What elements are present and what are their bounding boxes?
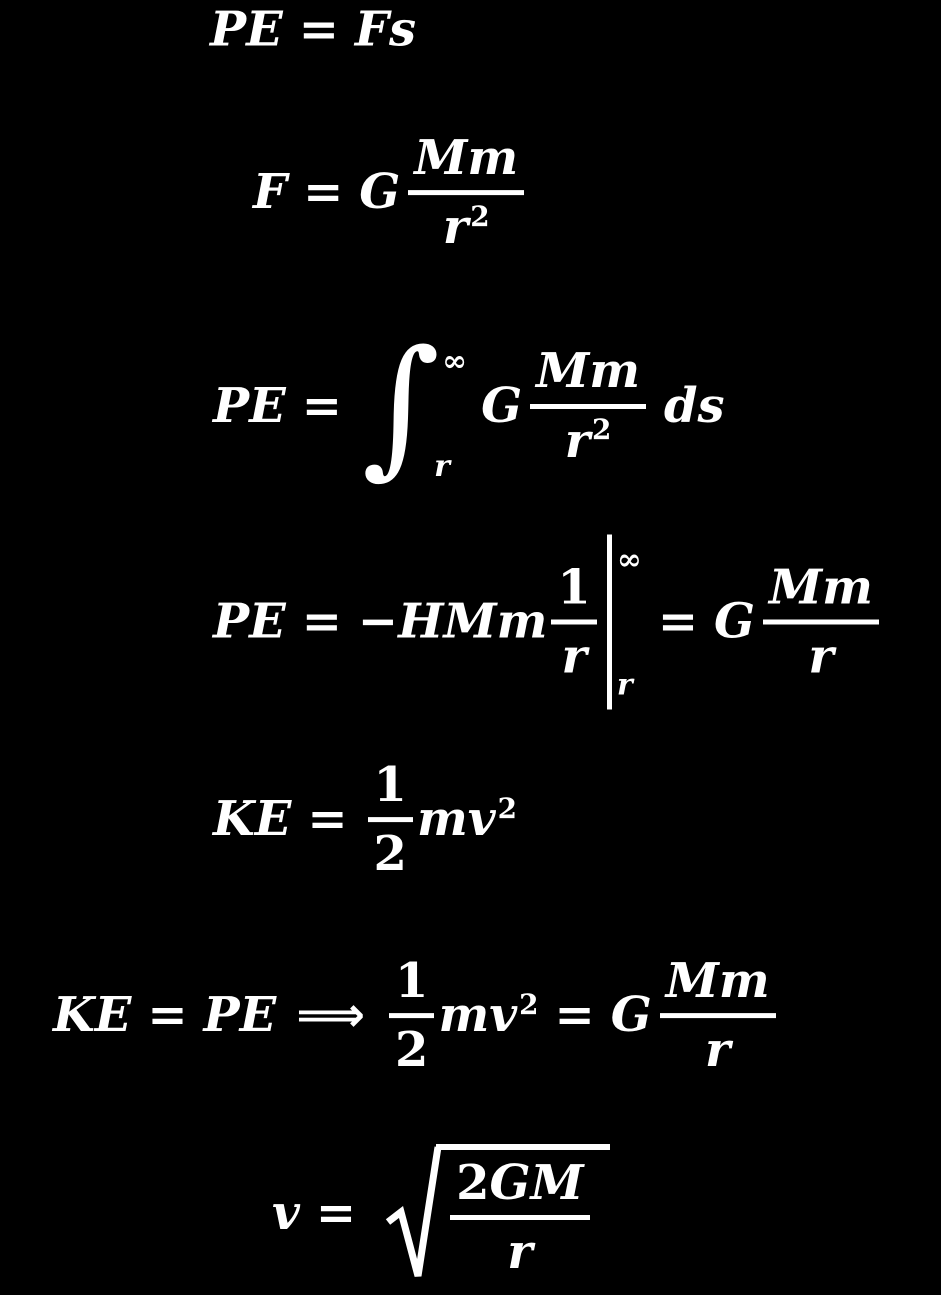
eq4-equals: = [301,593,342,650]
eq3-frac-denominator: r2 [559,412,618,469]
eq7-radicand: 2GM r [436,1144,610,1278]
eq2-frac-denominator: r2 [437,199,496,256]
fraction-bar [367,817,413,823]
evaluation-lower-limit: r [616,667,633,702]
eq6-frac2-denominator: r [705,1022,731,1079]
eq2-frac-den-exponent: 2 [470,200,490,234]
eq6-equals-2: = [554,987,595,1044]
eq6-frac1-denominator: 2 [395,1022,429,1079]
eq4-frac2-numerator: Mm [769,559,873,616]
eq7-frac-denominator: r [507,1224,533,1281]
eq5-frac-denominator: 2 [373,826,407,883]
equation-energy-balance: KE = PE ⟹ 1 2 mv2 = G Mm r [53,956,784,1076]
eq3-frac-den-exponent: 2 [591,413,612,447]
eq7-fraction: 2GM r [450,1158,590,1278]
fraction-bar [551,619,597,625]
integral-lower-limit: r [434,449,450,484]
eq5-term-base: mv [416,791,496,848]
integral-sign: ∫ [361,319,441,493]
eq7-frac-num-vars: GM [489,1155,584,1211]
eq3-differential: ds [663,377,725,434]
eq4-minus-sign: − [357,593,399,650]
eq6-term-mv-squared: mv2 [438,987,539,1044]
eq1-equals: = [298,1,339,58]
equation-gravitational-force: F = G Mm r2 [253,133,532,253]
eq6-frac2-numerator: Mm [665,953,770,1010]
integral-limits: ∞ r [434,344,468,484]
eq7-radical: 2GM r [384,1142,610,1284]
equation-escape-velocity: v = 2GM r [272,1142,610,1284]
eq6-frac1-numerator: 1 [395,953,429,1010]
eq5-frac-numerator: 1 [373,757,407,814]
fraction-bar [389,1013,435,1019]
eq2-frac-den-base: r [442,199,469,256]
eq4-coefficient-G: G [714,593,756,650]
eq5-equals: = [307,791,348,848]
eq5-term-exponent: 2 [497,792,517,826]
eq2-equals: = [303,164,344,221]
eq6-fraction-Mm-over-r: Mm r [659,953,776,1079]
eq1-rhs: Fs [354,1,417,58]
eq3-lhs: PE [213,377,286,434]
equation-pe-evaluated: PE = − HMm 1 r ∞ r = G Mm r [213,534,887,710]
eq2-coefficient-G: G [359,164,401,221]
eq4-frac2-denominator: r [808,628,834,685]
eq2-fraction: Mm r2 [408,130,525,256]
equation-pe-integral: PE = ∫ ∞ r G Mm r2 ds [213,319,725,493]
fraction-bar [530,403,646,409]
eq6-equals: = [147,987,188,1044]
eq3-equals: = [301,377,342,434]
integral-upper-limit: ∞ [442,344,468,379]
eq4-lhs: PE [213,593,286,650]
eq7-frac-num-digit: 2 [456,1155,490,1211]
eq4-variables: HMm [398,593,548,650]
eq7-frac-numerator: 2GM [450,1158,590,1208]
fraction-bar [408,190,525,196]
eq7-lhs: v [272,1184,300,1241]
eq4-frac1-numerator: 1 [557,559,591,616]
eq3-fraction: Mm r2 [530,346,646,466]
eq4-frac1-denominator: r [561,628,587,685]
eq3-frac-numerator: Mm [536,343,640,400]
evaluation-limits: ∞ r [617,543,642,701]
fraction-bar [763,619,879,625]
eq2-lhs: F [253,164,288,221]
eq4-fraction-one-over-r: 1 r [551,559,597,685]
eq3-integral: ∫ ∞ r [361,319,467,493]
equation-pe-fs: PE = Fs [210,1,417,58]
fraction-bar [450,1215,590,1221]
eq6-term-exponent: 2 [519,988,539,1022]
evaluation-bar [606,534,612,710]
eq4-equals-2: = [657,593,699,650]
eq5-term-mv-squared: mv2 [416,791,517,848]
eq7-equals: = [315,1184,357,1241]
eq5-lhs: KE [213,791,292,848]
eq3-frac-den-base: r [564,412,590,469]
fraction-bar [659,1013,776,1019]
eq6-fraction-one-half: 1 2 [389,953,435,1079]
eq6-lhs: KE [53,987,132,1044]
eq6-rhs-pe: PE [203,987,277,1044]
eq6-coefficient-G: G [610,987,652,1044]
eq2-frac-numerator: Mm [414,130,519,187]
implies-arrow: ⟹ [296,987,366,1044]
eq4-fraction-Mm-over-r: Mm r [763,562,879,682]
eq1-lhs: PE [210,1,283,58]
sqrt-icon [385,1146,442,1277]
eq5-fraction-one-half: 1 2 [367,757,413,883]
eq6-term-base: mv [438,987,518,1044]
equation-kinetic-energy: KE = 1 2 mv2 [213,760,517,880]
evaluation-upper-limit: ∞ [616,542,642,577]
eq3-coefficient-G: G [481,377,523,434]
eq4-evaluation: ∞ r [606,534,642,710]
